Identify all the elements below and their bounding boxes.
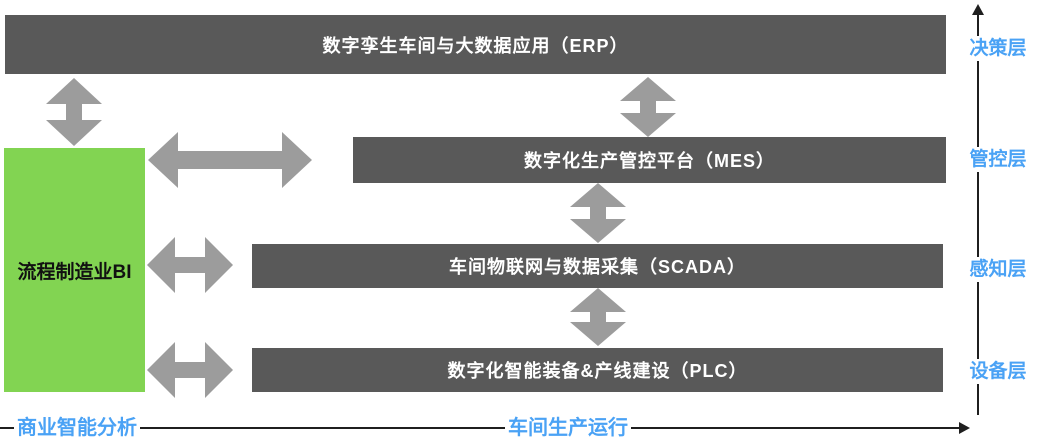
level-axis-line	[977, 12, 979, 415]
leftright-arrow-bi-mes-icon	[148, 132, 312, 188]
leftright-arrow-bi-scada-icon	[147, 237, 233, 293]
level-label-perception: 感知层	[960, 257, 1036, 282]
layer-bar-plc-label: 数字化智能装备&产线建设（PLC）	[447, 361, 748, 381]
leftright-arrow-bi-plc-icon	[147, 342, 233, 398]
updown-arrow-erp-mes-icon	[620, 77, 676, 137]
updown-arrow-mes-scada-icon	[570, 183, 626, 243]
level-label-decision: 决策层	[960, 36, 1036, 61]
layer-bar-erp: 数字孪生车间与大数据应用（ERP）	[5, 15, 946, 74]
bottom-axis-label-production: 车间生产运行	[505, 417, 631, 439]
level-axis-up-arrowhead-icon	[972, 4, 984, 15]
layer-bar-scada-label: 车间物联网与数据采集（SCADA）	[448, 257, 746, 277]
layer-bar-plc: 数字化智能装备&产线建设（PLC）	[252, 348, 943, 392]
layer-bar-scada: 车间物联网与数据采集（SCADA）	[252, 244, 943, 288]
bi-box-label: 流程制造业BI	[17, 261, 132, 283]
layer-bar-mes-label: 数字化生产管控平台（MES）	[523, 151, 775, 171]
updown-arrow-scada-plc-icon	[570, 288, 626, 346]
layer-bar-mes: 数字化生产管控平台（MES）	[353, 137, 946, 183]
level-label-control: 管控层	[960, 147, 1036, 172]
bottom-axis-line	[0, 427, 961, 429]
bottom-axis-right-arrowhead-icon	[959, 422, 970, 434]
layer-bar-erp-label: 数字孪生车间与大数据应用（ERP）	[322, 35, 629, 56]
bi-box: 流程制造业BI	[4, 148, 145, 392]
updown-arrow-erp-bi-icon	[46, 78, 102, 146]
level-label-equipment: 设备层	[960, 359, 1036, 384]
bottom-axis-label-bi-analysis: 商业智能分析	[14, 417, 140, 439]
